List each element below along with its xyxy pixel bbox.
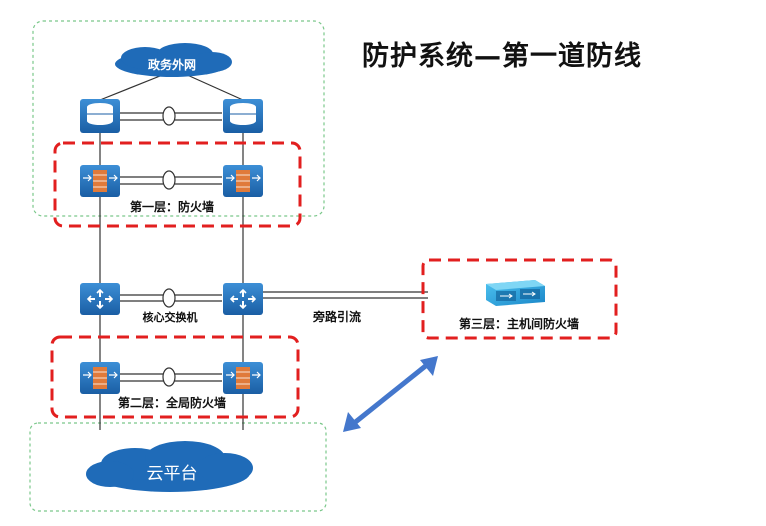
firewall-icon — [223, 165, 263, 197]
router-right-icon — [223, 99, 263, 133]
cloud-bottom-label: 云平台 — [147, 464, 198, 484]
layer1-label: 第一层：防火墙 — [130, 199, 214, 214]
core-switch-right-icon — [223, 283, 263, 315]
firewall-icon — [80, 165, 120, 197]
bypass-link — [263, 291, 428, 299]
core-switch-link — [120, 288, 222, 308]
firewall2-link — [120, 367, 222, 387]
core-switch-label: 核心交换机 — [143, 310, 198, 324]
cloud-zone — [29, 422, 327, 512]
router-left-icon — [80, 99, 120, 133]
cloud-top-label: 政务外网 — [148, 57, 196, 72]
core-switch-left-icon — [80, 283, 120, 315]
bypass-label: 旁路引流 — [312, 309, 361, 324]
double-arrow-icon — [343, 356, 438, 432]
firewall-icon — [80, 362, 120, 394]
router-link — [118, 106, 222, 126]
cloud-bottom — [86, 441, 253, 492]
external-zone — [32, 20, 325, 217]
uplink-right — [184, 73, 244, 101]
layer2-label: 第二层：全局防火墙 — [118, 395, 226, 410]
layer2-box — [50, 335, 300, 419]
cloud-top — [115, 43, 232, 77]
firewall-icon — [223, 362, 263, 394]
layer1-box — [53, 141, 302, 228]
layer3-label: 第三层：主机间防火墙 — [459, 316, 579, 331]
firewall1-link — [120, 170, 222, 190]
uplink-left — [99, 73, 166, 101]
host-firewall-icon — [486, 280, 545, 306]
page-title: 防护系统—第一道防线 — [362, 41, 642, 72]
